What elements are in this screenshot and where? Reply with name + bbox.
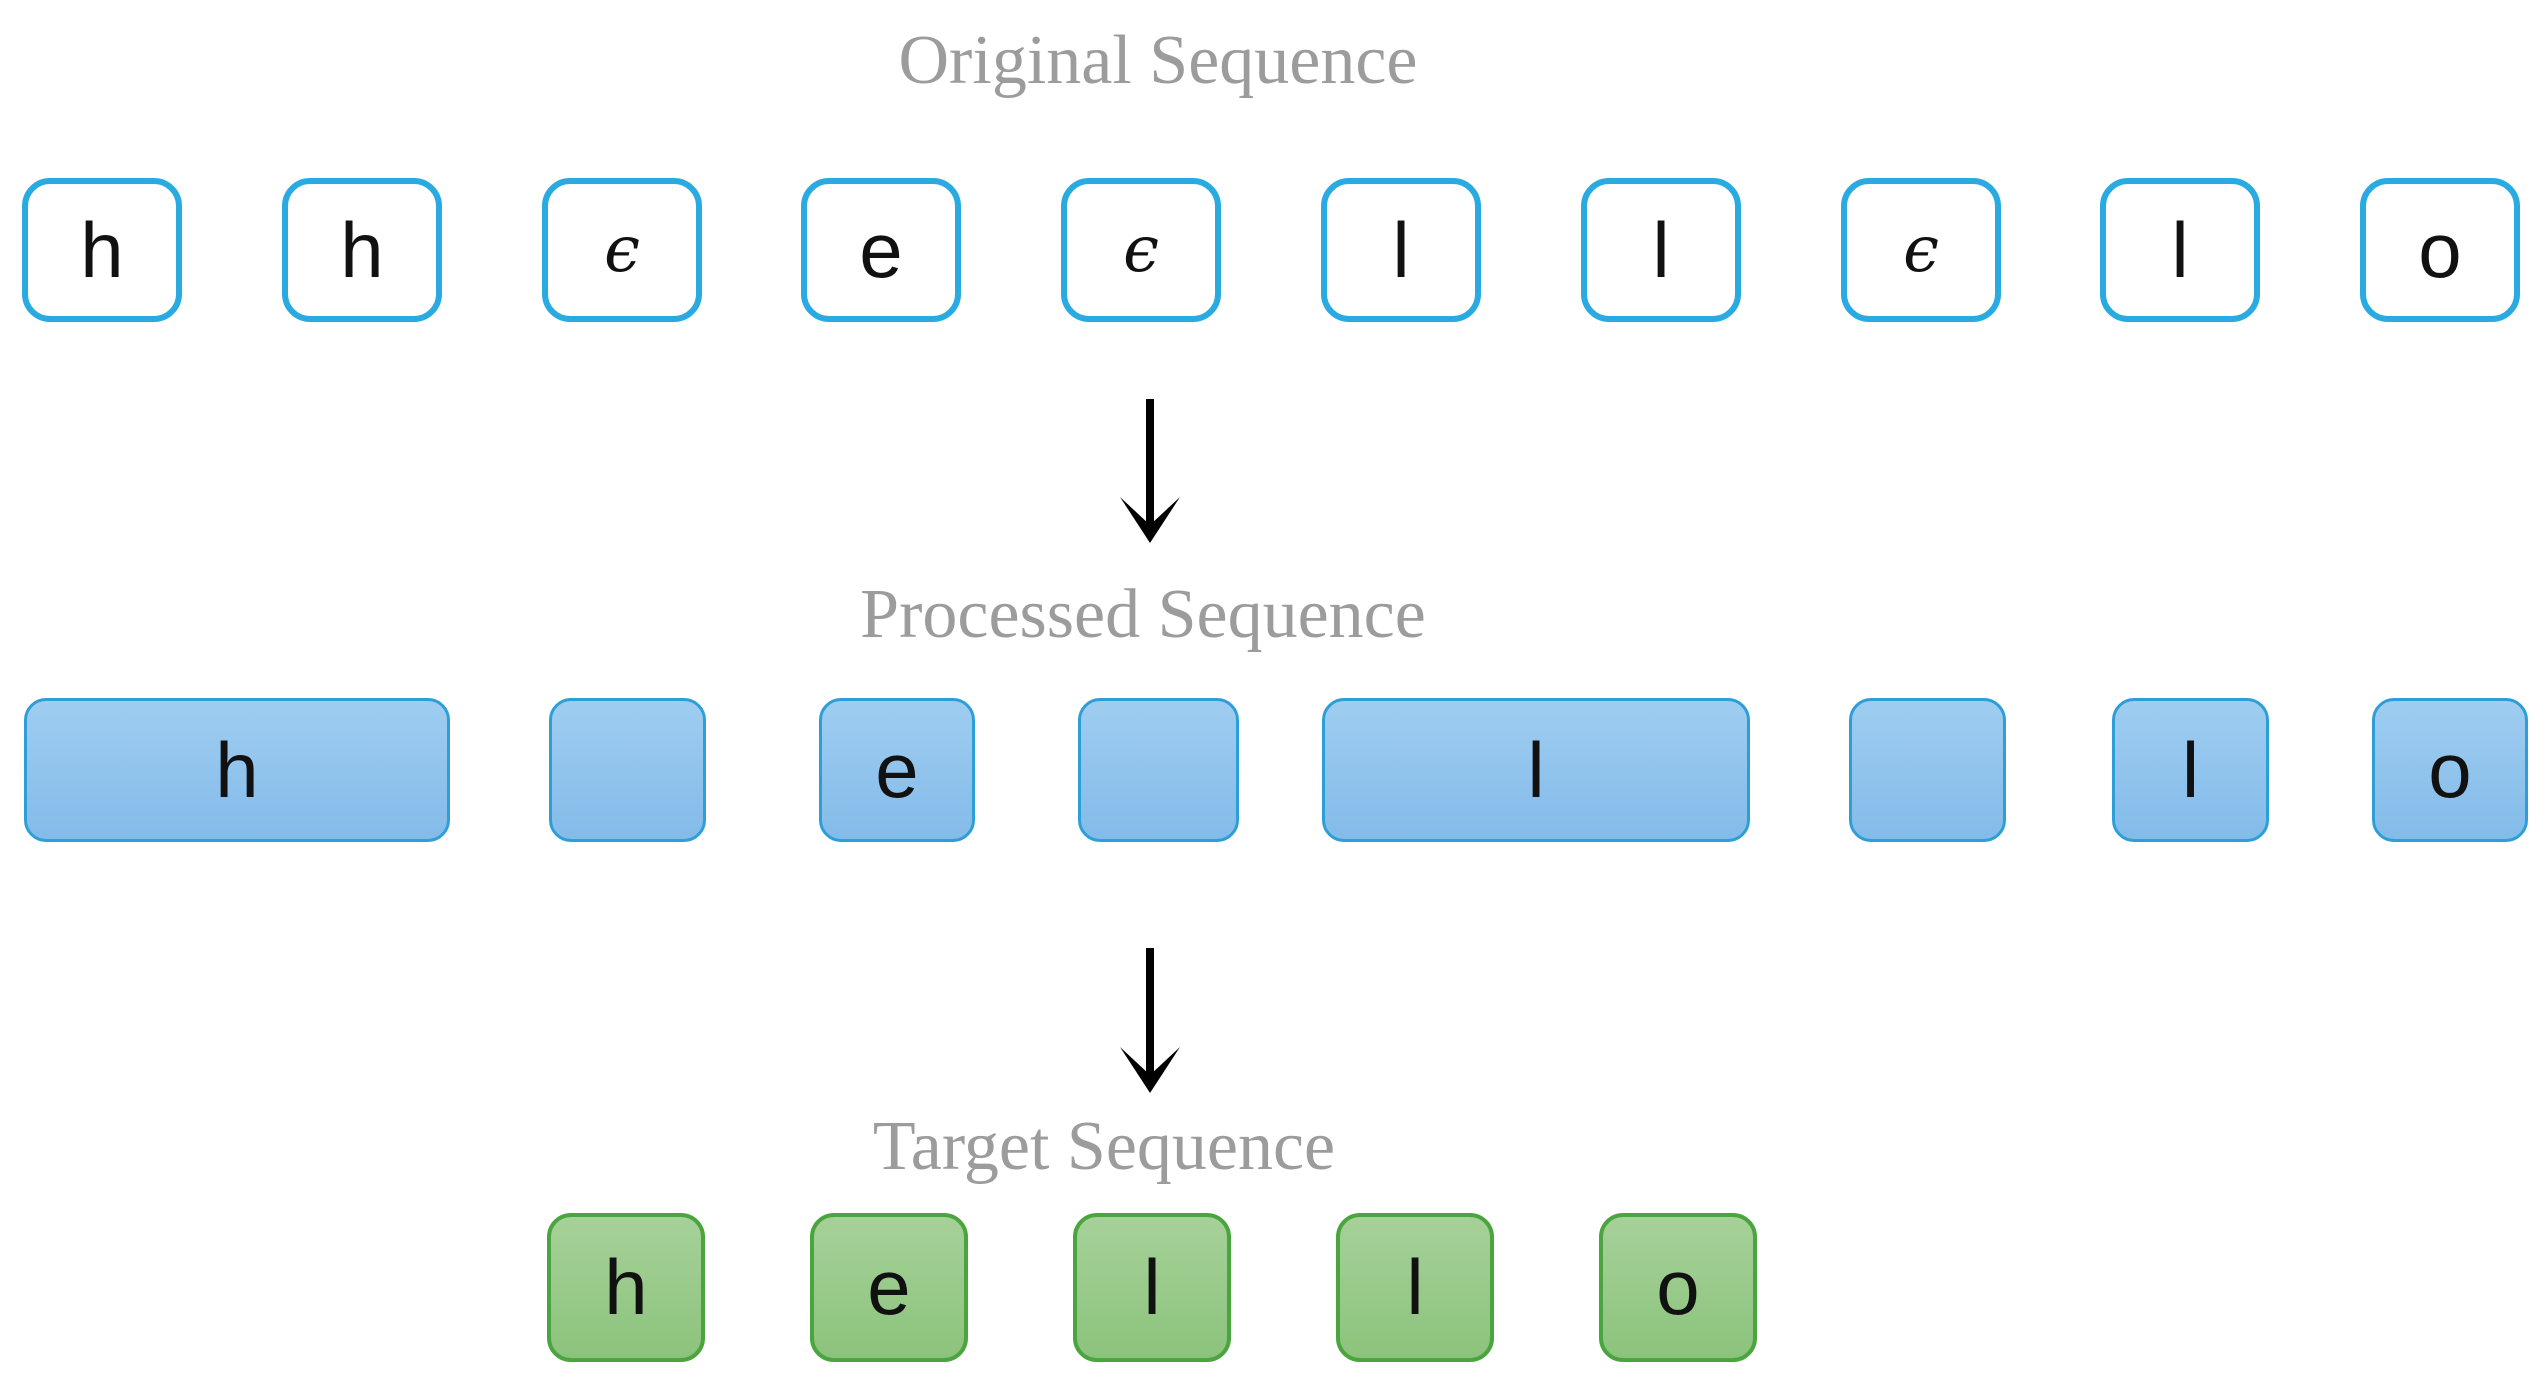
target-token-box: h [547, 1213, 705, 1362]
token-letter: o [2418, 205, 2462, 294]
processed-token-box [549, 698, 706, 842]
token-letter: e [867, 1243, 911, 1331]
down-arrow-original-to-processed [1120, 399, 1180, 543]
original-token-box: ϵ [1061, 178, 1221, 322]
original-token-box: o [2360, 178, 2520, 322]
target-sequence-label: Target Sequence [872, 1108, 1336, 1185]
original-token-box: h [282, 178, 442, 322]
original-token-box: e [801, 178, 961, 322]
token-letter: l [1527, 725, 1545, 814]
processed-token-box: e [819, 698, 975, 842]
token-letter: e [859, 205, 903, 294]
token-letter: o [2428, 725, 2472, 814]
original-token-box: ϵ [1841, 178, 2001, 322]
token-letter: l [2171, 205, 2189, 294]
processed-token-box [1078, 698, 1239, 842]
original-sequence-label: Original Sequence [898, 22, 1418, 99]
token-letter: l [1143, 1243, 1161, 1331]
token-letter: h [215, 725, 259, 814]
processed-token-box: l [2112, 698, 2269, 842]
processed-token-box: l [1322, 698, 1750, 842]
token-letter: l [1392, 205, 1410, 294]
token-letter: e [875, 725, 919, 814]
token-letter: o [1656, 1243, 1700, 1331]
processed-token-box: o [2372, 698, 2528, 842]
token-letter: h [604, 1243, 648, 1331]
original-token-box: l [1321, 178, 1481, 322]
original-token-box: l [2100, 178, 2260, 322]
processed-sequence-label: Processed Sequence [860, 576, 1426, 653]
original-token-box: h [22, 178, 182, 322]
token-letter: ϵ [604, 213, 640, 287]
target-token-box: l [1073, 1213, 1231, 1362]
token-letter: h [80, 205, 124, 294]
token-letter: ϵ [1903, 213, 1939, 287]
token-letter: l [2181, 725, 2200, 814]
processed-token-box [1849, 698, 2006, 842]
token-letter: h [340, 205, 384, 294]
target-token-box: o [1599, 1213, 1757, 1362]
token-letter: l [1652, 205, 1670, 294]
token-letter: l [1406, 1243, 1424, 1331]
token-letter: ϵ [1123, 213, 1159, 287]
original-token-box: l [1581, 178, 1741, 322]
target-token-box: e [810, 1213, 968, 1362]
target-token-box: l [1336, 1213, 1494, 1362]
down-arrow-processed-to-target [1120, 948, 1180, 1093]
original-token-box: ϵ [542, 178, 702, 322]
processed-token-box: h [24, 698, 450, 842]
